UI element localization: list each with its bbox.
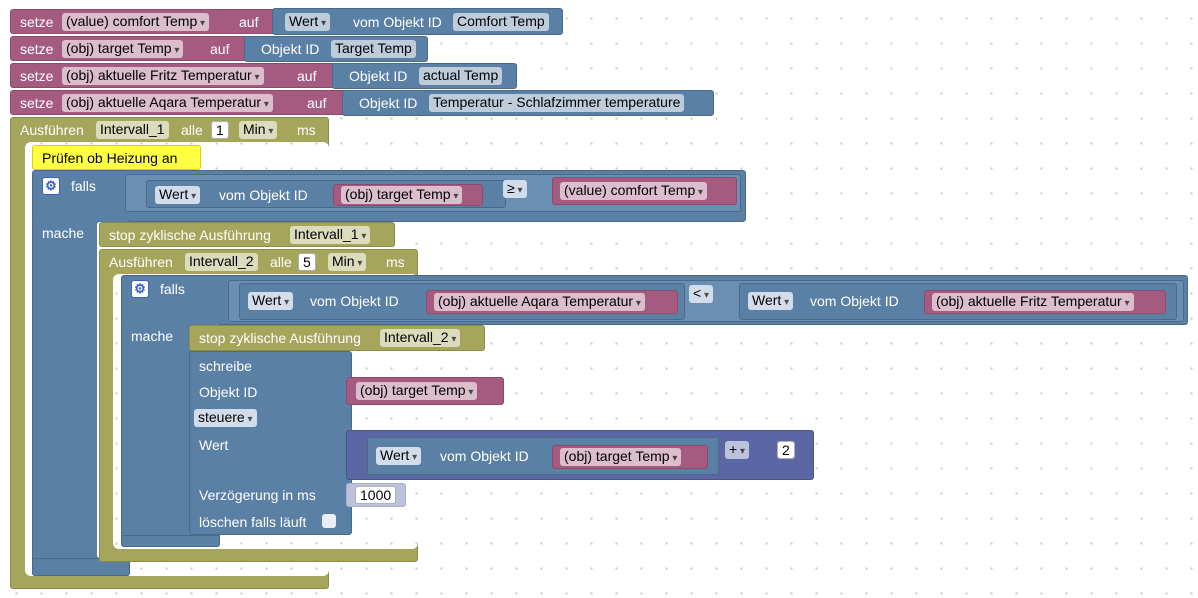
get-value-block[interactable]: Wert vom Objekt ID (obj) aktuelle Fritz … bbox=[739, 283, 1177, 320]
ausfuehren-label: Ausführen bbox=[20, 122, 84, 138]
set-variable-comfort-temp[interactable]: setze (value) comfort Temp auf bbox=[10, 9, 278, 34]
if-2-footer bbox=[121, 535, 220, 547]
mache-label: mache bbox=[131, 328, 174, 344]
stop-label: stop zyklische Ausführung bbox=[109, 227, 271, 243]
variable-block[interactable]: (obj) target Temp bbox=[552, 445, 708, 469]
compare-block[interactable]: Wert vom Objekt ID (obj) aktuelle Aqara … bbox=[228, 280, 1184, 322]
gear-icon[interactable]: ⚙ bbox=[131, 280, 149, 298]
write-block[interactable]: schreibe Objekt ID steuere Wert Verzöger… bbox=[189, 351, 352, 535]
set-variable-fritz-temp[interactable]: setze (obj) aktuelle Fritz Temperatur au… bbox=[10, 63, 338, 88]
object-id-block[interactable]: Objekt ID Target Temp bbox=[244, 36, 428, 62]
stop-interval-2-block[interactable]: stop zyklische Ausführung Intervall_2 bbox=[189, 325, 485, 351]
clear-if-running-label: löschen falls läuft bbox=[199, 514, 307, 530]
vom-objekt-label: vom Objekt ID bbox=[219, 187, 308, 203]
alle-label: alle bbox=[181, 122, 203, 138]
interval-unit-dropdown[interactable]: Min bbox=[328, 253, 367, 271]
variable-dropdown[interactable]: (value) comfort Temp bbox=[560, 182, 708, 200]
attribute-dropdown[interactable]: Wert bbox=[248, 292, 294, 310]
write-mode-dropdown[interactable]: steuere bbox=[194, 409, 257, 427]
falls-label: falls bbox=[160, 281, 185, 297]
variable-dropdown[interactable]: (obj) target Temp bbox=[62, 40, 184, 58]
variable-dropdown[interactable]: (obj) aktuelle Aqara Temperatur bbox=[62, 94, 273, 112]
vom-objekt-label: vom Objekt ID bbox=[353, 14, 442, 30]
interval-name-dropdown[interactable]: Intervall_1 bbox=[290, 226, 371, 244]
comment-block[interactable]: Prüfen ob Heizung an bbox=[32, 145, 201, 170]
alle-label: alle bbox=[270, 254, 292, 270]
variable-block[interactable]: (obj) aktuelle Fritz Temperatur bbox=[924, 290, 1166, 314]
auf-label: auf bbox=[297, 68, 317, 84]
vom-objekt-label: vom Objekt ID bbox=[310, 293, 399, 309]
ms-label: ms bbox=[386, 254, 405, 270]
falls-label: falls bbox=[71, 178, 96, 194]
setze-label: setze bbox=[20, 14, 54, 30]
get-value-block[interactable]: Wert vom Objekt ID Comfort Temp bbox=[272, 8, 563, 35]
object-id-field[interactable]: actual Temp bbox=[419, 67, 503, 85]
variable-dropdown[interactable]: (obj) aktuelle Fritz Temperatur bbox=[932, 293, 1134, 311]
attribute-dropdown[interactable]: Wert bbox=[155, 186, 201, 204]
variable-dropdown[interactable]: (obj) target Temp bbox=[341, 186, 463, 204]
auf-label: auf bbox=[239, 14, 259, 30]
setze-label: setze bbox=[20, 95, 54, 111]
schreibe-label: schreibe bbox=[199, 358, 252, 374]
object-id-field[interactable]: Temperatur - Schlafzimmer temperature bbox=[429, 94, 685, 112]
object-id-block[interactable]: Objekt ID actual Temp bbox=[332, 63, 517, 89]
get-value-block[interactable]: Wert vom Objekt ID (obj) target Temp bbox=[146, 180, 506, 208]
objekt-id-label: Objekt ID bbox=[199, 384, 258, 400]
variable-block[interactable]: (obj) aktuelle Aqara Temperatur bbox=[426, 290, 678, 314]
auf-label: auf bbox=[210, 41, 230, 57]
stop-interval-1-block[interactable]: stop zyklische Ausführung Intervall_1 bbox=[99, 222, 395, 247]
interval-value-field[interactable]: 1 bbox=[211, 121, 229, 139]
setze-label: setze bbox=[20, 68, 54, 84]
mache-label: mache bbox=[42, 225, 85, 241]
object-id-field[interactable]: Comfort Temp bbox=[453, 13, 549, 31]
gear-icon[interactable]: ⚙ bbox=[42, 177, 60, 195]
variable-dropdown[interactable]: (obj) target Temp bbox=[356, 382, 478, 400]
interval-name-field[interactable]: Intervall_1 bbox=[96, 121, 169, 139]
clear-if-running-checkbox[interactable] bbox=[322, 514, 336, 528]
compare-block[interactable]: Wert vom Objekt ID (obj) target Temp ≥ (… bbox=[125, 174, 741, 212]
auf-label: auf bbox=[307, 95, 327, 111]
interval-name-field[interactable]: Intervall_2 bbox=[185, 253, 258, 271]
interval-value-field[interactable]: 5 bbox=[298, 253, 316, 271]
set-variable-target-temp[interactable]: setze (obj) target Temp auf bbox=[10, 36, 250, 61]
wert-label: Wert bbox=[199, 437, 229, 453]
attribute-dropdown[interactable]: Wert bbox=[376, 447, 422, 465]
vom-objekt-label: vom Objekt ID bbox=[810, 293, 899, 309]
math-number-field[interactable]: 2 bbox=[777, 441, 795, 459]
object-id-field[interactable]: Target Temp bbox=[331, 40, 416, 58]
delay-label: Verzögerung in ms bbox=[199, 487, 316, 503]
comment-text: Prüfen ob Heizung an bbox=[42, 150, 178, 166]
object-id-block[interactable]: Objekt ID Temperatur - Schlafzimmer temp… bbox=[342, 90, 714, 116]
get-value-block[interactable]: Wert vom Objekt ID (obj) aktuelle Aqara … bbox=[239, 283, 685, 320]
interval-unit-dropdown[interactable]: Min bbox=[239, 121, 278, 139]
delay-number-block[interactable]: 1000 bbox=[346, 483, 406, 507]
variable-block[interactable]: (value) comfort Temp bbox=[552, 177, 737, 205]
interval-name-dropdown[interactable]: Intervall_2 bbox=[380, 329, 461, 347]
if-1-footer bbox=[32, 558, 130, 576]
variable-dropdown[interactable]: (obj) aktuelle Fritz Temperatur bbox=[62, 67, 264, 85]
math-block[interactable]: Wert vom Objekt ID (obj) target Temp + 2 bbox=[346, 430, 814, 480]
variable-block[interactable]: (obj) target Temp bbox=[333, 184, 483, 206]
variable-dropdown[interactable]: (obj) aktuelle Aqara Temperatur bbox=[434, 293, 645, 311]
variable-block[interactable]: (obj) target Temp bbox=[346, 377, 504, 405]
ms-label: ms bbox=[297, 122, 316, 138]
stop-label: stop zyklische Ausführung bbox=[199, 330, 361, 346]
vom-objekt-label: vom Objekt ID bbox=[440, 448, 529, 464]
get-value-block[interactable]: Wert vom Objekt ID (obj) target Temp bbox=[367, 437, 719, 475]
delay-number-field[interactable]: 1000 bbox=[355, 486, 397, 504]
attribute-dropdown[interactable]: Wert bbox=[285, 13, 331, 31]
variable-dropdown[interactable]: (obj) target Temp bbox=[560, 448, 682, 466]
variable-dropdown[interactable]: (value) comfort Temp bbox=[62, 13, 210, 31]
objekt-id-label: Objekt ID bbox=[261, 41, 320, 57]
objekt-id-label: Objekt ID bbox=[359, 95, 418, 111]
operator-dropdown[interactable]: ≥ bbox=[503, 180, 527, 198]
setze-label: setze bbox=[20, 41, 54, 57]
attribute-dropdown[interactable]: Wert bbox=[748, 292, 794, 310]
set-variable-aqara-temp[interactable]: setze (obj) aktuelle Aqara Temperatur au… bbox=[10, 90, 348, 115]
ausfuehren-label: Ausführen bbox=[109, 254, 173, 270]
math-operator-dropdown[interactable]: + bbox=[725, 441, 749, 459]
objekt-id-label: Objekt ID bbox=[349, 68, 408, 84]
operator-dropdown[interactable]: < bbox=[689, 285, 713, 303]
